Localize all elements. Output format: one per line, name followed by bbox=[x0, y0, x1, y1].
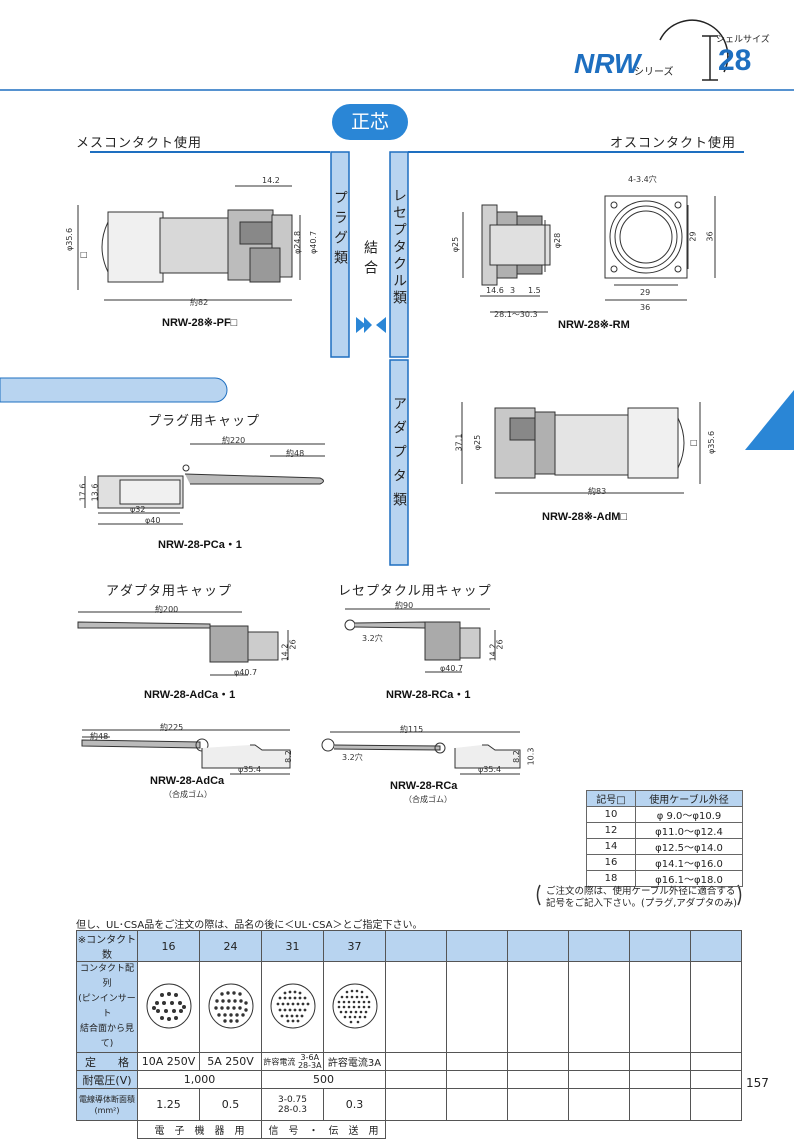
adca-dim-2: 約48 bbox=[90, 732, 109, 741]
cable-note-1: ご注文の際は、使用ケーブル外径に適合する bbox=[546, 886, 736, 897]
pca-dim-4: 13.6 bbox=[90, 483, 100, 502]
rm-dim-2: φ28 bbox=[553, 232, 563, 249]
pca-label: NRW-28-PCa・1 bbox=[158, 539, 242, 551]
spec-note: 但し、UL･CSA品をご注文の際は、品名の後に＜UL･CSA＞とご指定下さい。 bbox=[76, 920, 423, 931]
flange-dim-2: 29 bbox=[688, 231, 698, 242]
flange-dim-5: 36 bbox=[640, 303, 651, 312]
pca-title: プラグ用キャップ bbox=[148, 414, 261, 429]
adapter-band-label: アダプタ類 bbox=[391, 396, 407, 516]
cable-note-2: 記号をご記入下さい。(プラグ,アダプタのみ) bbox=[546, 898, 737, 909]
plug-band-label: プラグ類 bbox=[332, 190, 348, 270]
adca1-title: アダプタ用キャップ bbox=[106, 584, 233, 599]
flange-dim-4: 29 bbox=[640, 288, 651, 297]
adca-dim-4: 8.2 bbox=[283, 750, 293, 763]
rca-dim-4: 8.2 bbox=[511, 750, 521, 763]
shell-size: 28 bbox=[718, 44, 752, 77]
receptacle-band-label: レセプタクル類 bbox=[391, 188, 407, 307]
rca-label: NRW-28-RCa bbox=[390, 780, 458, 792]
spec-label-contacts: ※コンタクト数 bbox=[76, 930, 138, 962]
adca1-dim-4: φ40.7 bbox=[234, 668, 258, 677]
layout-24 bbox=[199, 961, 262, 1053]
rca-dim-1: 約115 bbox=[400, 725, 424, 734]
adm-dim-2: φ25 bbox=[473, 434, 483, 451]
layout-37 bbox=[323, 961, 386, 1053]
right-heading: オスコンタクト使用 bbox=[610, 136, 737, 151]
left-heading: メスコンタクト使用 bbox=[76, 136, 203, 151]
rca-dim-5: 10.3 bbox=[526, 747, 536, 766]
adm-label: NRW-28※-AdM□ bbox=[542, 511, 628, 523]
series-name: NRW bbox=[574, 48, 641, 79]
series-suffix: シリーズ bbox=[634, 67, 674, 78]
rca1-dim-2: 3.2穴 bbox=[362, 634, 383, 643]
rca1-dim-4: 14.2 bbox=[488, 643, 498, 662]
rca1-dim-5: φ40.7 bbox=[440, 664, 464, 673]
pca-dim-3: 17.6 bbox=[78, 483, 88, 502]
spec-table: ※コンタクト数 16 24 31 37 コンタクト配列 (ピンインサート 結合面… bbox=[76, 930, 742, 1139]
center-badge: 正芯 bbox=[332, 104, 408, 140]
adca1-label: NRW-28-AdCa・1 bbox=[144, 689, 236, 701]
page-number: 157 bbox=[746, 1076, 769, 1090]
adca-label: NRW-28-AdCa bbox=[150, 775, 225, 787]
rca1-title: レセプタクル用キャップ bbox=[338, 584, 492, 599]
adca-dim-3: φ35.4 bbox=[238, 765, 262, 774]
pf-dim-6: □ bbox=[80, 250, 88, 259]
join-label: 結合 bbox=[362, 240, 378, 280]
rca-note: （合成ゴム） bbox=[404, 795, 452, 804]
pf-dim-5: 約82 bbox=[190, 298, 209, 307]
rca-dim-3: φ35.4 bbox=[478, 765, 502, 774]
adca1-dim-3: 14.2 bbox=[280, 643, 290, 662]
pf-dim-2: φ35.6 bbox=[65, 227, 75, 252]
pf-dim-4: φ40.7 bbox=[309, 230, 319, 255]
pca-dim-1: 約220 bbox=[222, 436, 246, 445]
rca1-label: NRW-28-RCa・1 bbox=[386, 689, 471, 701]
adca1-dim-2: 26 bbox=[288, 639, 298, 650]
spec-label-voltage: 耐電圧(V) bbox=[76, 1070, 138, 1089]
rm-dim-6: 28.1～30.3 bbox=[494, 310, 538, 319]
cable-header-code: 記号□ bbox=[586, 790, 636, 807]
rm-dim-5: 1.5 bbox=[528, 286, 541, 295]
adm-dim-3: φ35.6 bbox=[707, 430, 717, 455]
flange-dim-3: 36 bbox=[705, 231, 715, 242]
adca-note: （合成ゴム） bbox=[164, 790, 212, 799]
adm-dim-1: 37.1 bbox=[454, 433, 464, 452]
rm-dim-3: 14.6 bbox=[486, 286, 504, 295]
pca-dim-5: φ32 bbox=[130, 505, 146, 514]
spec-label-area: 電線導体断面積 (mm²) bbox=[76, 1088, 138, 1121]
cable-header-diameter: 使用ケーブル外径 bbox=[635, 790, 743, 807]
pf-dim-3: φ24.8 bbox=[293, 230, 303, 255]
adm-dim-4: 約83 bbox=[588, 487, 607, 496]
rca-dim-2: 3.2穴 bbox=[342, 753, 363, 762]
flange-dim-1: 4-3.4穴 bbox=[628, 175, 657, 184]
adm-dim-5: □ bbox=[690, 438, 698, 447]
pf-label: NRW-28※-PF□ bbox=[162, 317, 238, 329]
layout-16 bbox=[137, 961, 200, 1053]
layout-31 bbox=[261, 961, 324, 1053]
rm-dim-4: 3 bbox=[510, 286, 516, 295]
adca1-dim-1: 約200 bbox=[155, 605, 179, 614]
pca-dim-2: 約48 bbox=[286, 449, 305, 458]
spec-label-rating: 定 格 bbox=[76, 1052, 138, 1071]
rca1-dim-1: 約90 bbox=[395, 601, 414, 610]
rm-dim-1: φ25 bbox=[451, 236, 461, 253]
adca-dim-1: 約225 bbox=[160, 723, 184, 732]
rm-label: NRW-28※-RM bbox=[558, 319, 630, 331]
shell-size-label: シェルサイズ bbox=[716, 35, 770, 45]
spec-label-layout: コンタクト配列 (ピンインサート 結合面から見て) bbox=[76, 961, 138, 1053]
pf-dim-1: 14.2 bbox=[262, 176, 280, 185]
pca-dim-6: φ40 bbox=[145, 516, 161, 525]
